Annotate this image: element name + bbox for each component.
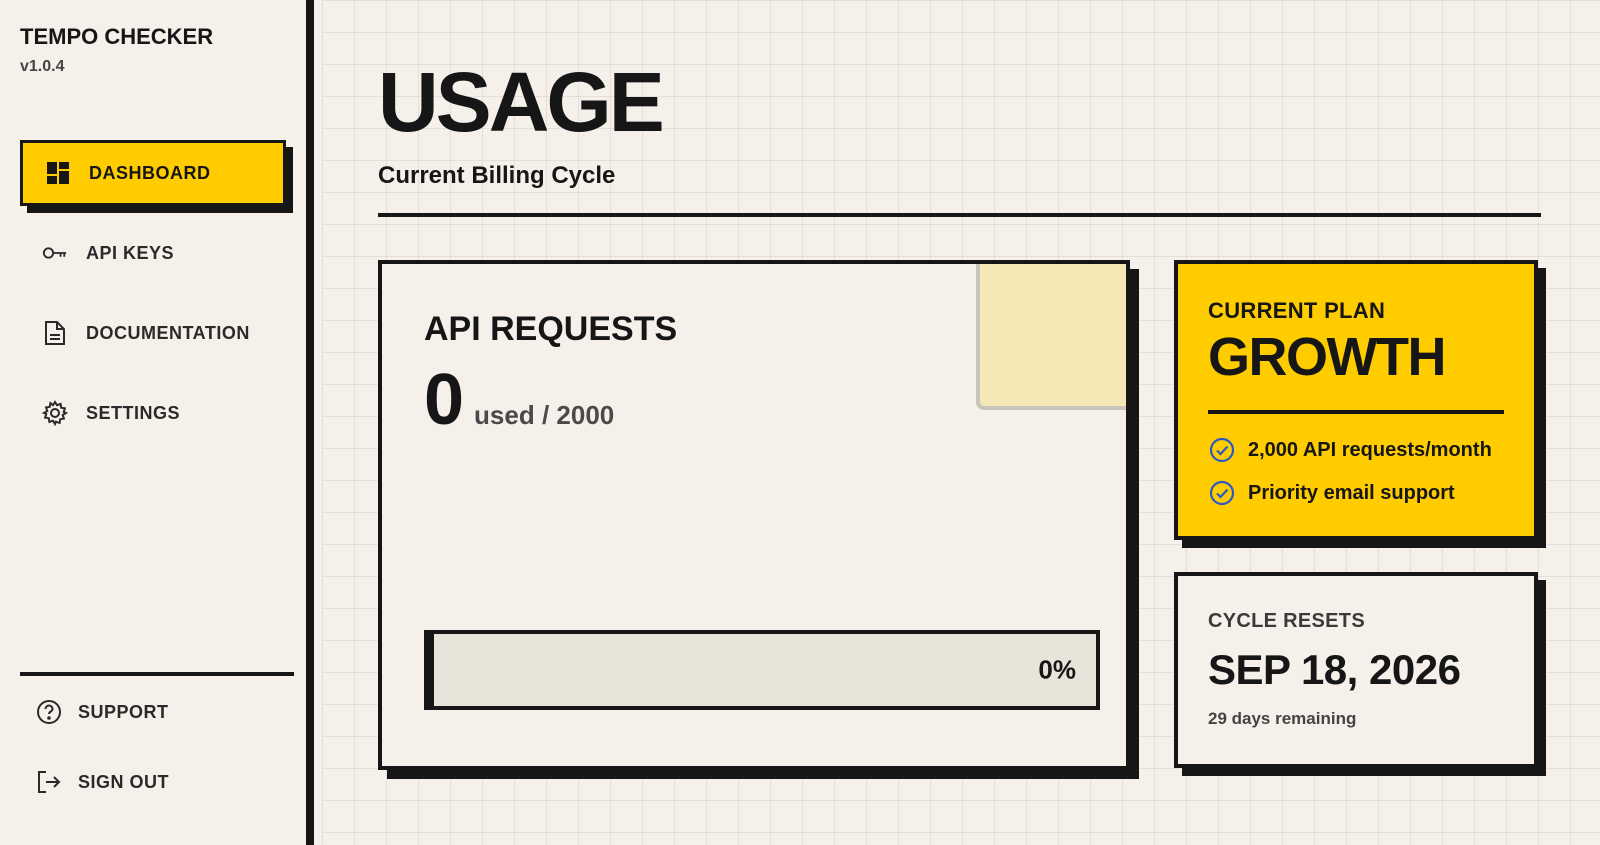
sidebar-item-label: API KEYS [86, 242, 175, 263]
sidebar-item-label: SUPPORT [78, 701, 169, 722]
sidebar-item-label: DASHBOARD [89, 162, 211, 183]
main-content: USAGE Current Billing Cycle API REQUESTS… [322, 0, 1600, 845]
plan-name: GROWTH [1208, 327, 1446, 387]
sign-out-button[interactable]: SIGN OUT [20, 764, 292, 800]
brand-name: TEMPO CHECKER [20, 24, 214, 49]
title-divider [378, 213, 1541, 217]
plan-feature: Priority email support [1208, 479, 1504, 507]
brand: TEMPO CHECKER v1.0.4 [20, 24, 213, 76]
current-plan-card: CURRENT PLAN GROWTH 2,000 API requests/m… [1174, 260, 1538, 540]
plan-feature-text: 2,000 API requests/month [1248, 438, 1492, 461]
document-icon [42, 320, 68, 346]
sidebar-item-support[interactable]: SUPPORT [20, 694, 292, 730]
api-requests-card: API REQUESTS 0 used / 2000 0% [378, 260, 1130, 770]
check-circle-icon [1208, 479, 1236, 507]
card-corner-decoration [976, 264, 1126, 410]
usage-limit-text: used / 2000 [474, 400, 615, 430]
plan-feature: 2,000 API requests/month [1208, 436, 1504, 464]
sidebar: TEMPO CHECKER v1.0.4 DASHBOARD [0, 0, 314, 845]
usage-used-value: 0 [424, 360, 465, 440]
sign-out-icon [36, 769, 62, 795]
page-subtitle: Current Billing Cycle [378, 162, 616, 189]
sidebar-item-dashboard[interactable]: DASHBOARD [20, 140, 286, 206]
page-title: USAGE [378, 55, 665, 149]
key-icon [42, 240, 68, 266]
cycle-days-remaining: 29 days remaining [1208, 709, 1357, 728]
plan-label: CURRENT PLAN [1208, 298, 1386, 323]
sidebar-bottom-nav: SUPPORT SIGN OUT [20, 694, 292, 834]
progress-track: 0% [434, 634, 1096, 706]
check-circle-icon [1208, 436, 1236, 464]
plan-divider [1208, 410, 1504, 414]
sidebar-item-documentation[interactable]: DOCUMENTATION [20, 300, 292, 366]
cycle-label: CYCLE RESETS [1208, 610, 1365, 632]
api-requests-title: API REQUESTS [424, 310, 678, 348]
plan-feature-text: Priority email support [1248, 481, 1455, 504]
progress-percent: 0% [1038, 654, 1076, 685]
sidebar-item-settings[interactable]: SETTINGS [20, 380, 292, 446]
usage-count: 0 used / 2000 [424, 364, 614, 436]
gear-icon [42, 400, 68, 426]
usage-progress-bar: 0% [424, 630, 1100, 710]
sidebar-item-api-keys[interactable]: API KEYS [20, 220, 292, 286]
help-circle-icon [36, 699, 62, 725]
brand-version: v1.0.4 [20, 58, 65, 75]
cycle-resets-card: CYCLE RESETS SEP 18, 2026 29 days remain… [1174, 572, 1538, 768]
sidebar-nav: DASHBOARD API KEYS [20, 140, 292, 460]
cycle-reset-date: SEP 18, 2026 [1208, 646, 1461, 693]
sidebar-item-label: SETTINGS [86, 402, 181, 423]
dashboard-icon [45, 160, 71, 186]
sidebar-divider [20, 672, 294, 676]
sidebar-item-label: DOCUMENTATION [86, 322, 250, 343]
sidebar-item-label: SIGN OUT [78, 771, 170, 792]
